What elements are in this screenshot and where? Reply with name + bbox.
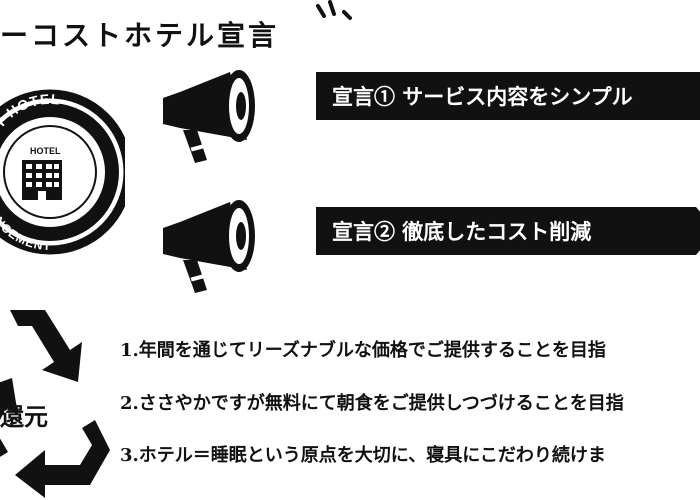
badge-inner-label: HOTEL [30,146,61,156]
building-icon [22,160,62,200]
statement-3: 3.ホテル＝睡眠という原点を大切に、寝具にこだわり続けま [120,445,606,466]
recycle-label: 還元 [0,402,48,431]
declaration-label: 宣言② 徹底したコスト削減 [332,219,592,244]
declaration-label: 宣言① サービス内容をシンプル [332,84,633,109]
megaphone-icon [163,70,255,163]
statement-2: 2.ささやかですが無料にて朝食をご提供しつづけることを目指 [120,393,624,414]
declaration-banner-2: 宣言② 徹底したコスト削減 [316,207,700,255]
page-title: ーコストホテル宣言 [0,19,280,52]
statement-1: 1.年間を通じてリーズナブルな価格でご提供することを目指 [120,340,606,361]
declaration-banner-1: 宣言① サービス内容をシンプル [316,72,700,120]
hotel-badge: OST HOTEL OUNCEMENT HOTEL [0,89,125,255]
megaphone-icon [163,200,255,293]
recycle-icon [0,310,110,498]
emphasis-lines-icon [316,0,352,20]
